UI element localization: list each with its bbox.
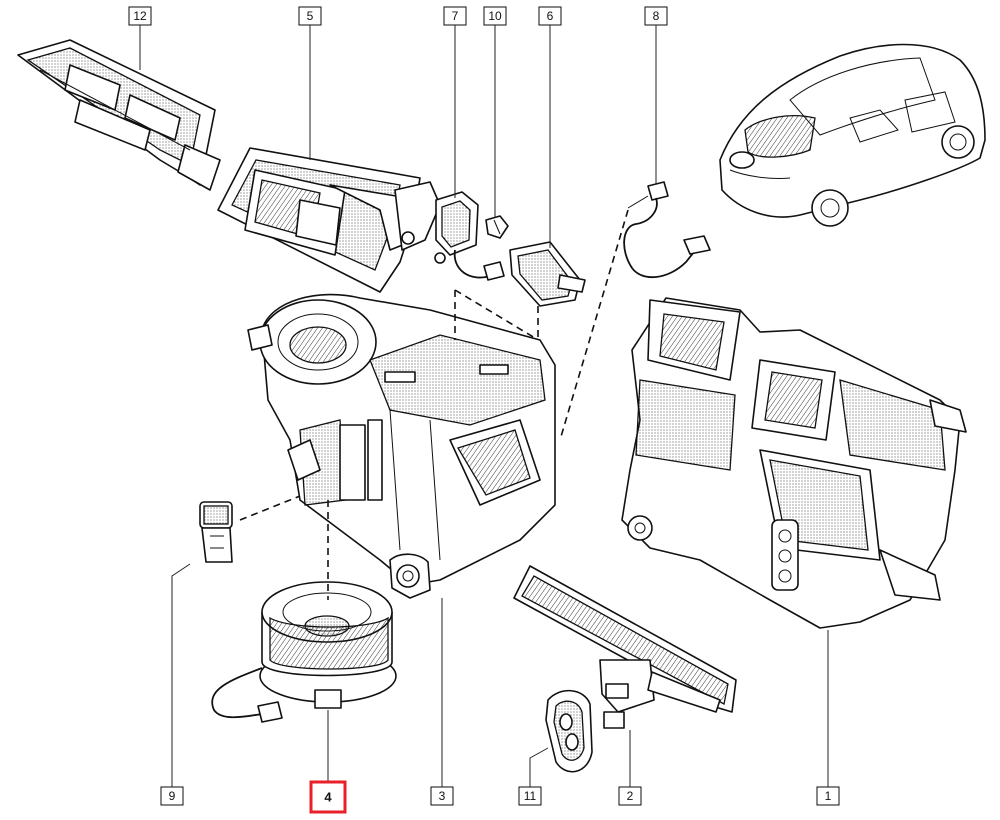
connector-part xyxy=(199,501,233,563)
heater-housing-part xyxy=(247,293,556,599)
vehicle-illustration xyxy=(719,43,986,227)
callout-12-label: 12 xyxy=(133,9,147,23)
callout-7: 7 xyxy=(443,6,467,26)
callout-1: 1 xyxy=(816,786,840,806)
sensor-part xyxy=(485,215,509,239)
blower-fan-part xyxy=(211,581,397,723)
callout-8-label: 8 xyxy=(653,9,660,23)
callout-8: 8 xyxy=(644,6,668,26)
callout-6: 6 xyxy=(538,6,562,26)
callout-9-label: 9 xyxy=(169,789,176,803)
flap-housing-part xyxy=(217,147,441,293)
callout-7-label: 7 xyxy=(452,9,459,23)
callout-11: 11 xyxy=(518,786,542,806)
callout-2-label: 2 xyxy=(627,789,634,803)
callout-3-label: 3 xyxy=(439,789,446,803)
callout-10: 10 xyxy=(483,6,507,26)
callout-4-label: 4 xyxy=(324,790,332,805)
resistor-module-part xyxy=(509,241,586,307)
callout-6-label: 6 xyxy=(547,9,554,23)
callout-1-label: 1 xyxy=(825,789,832,803)
callout-11-label: 11 xyxy=(524,789,537,803)
callout-12: 12 xyxy=(128,6,152,26)
wiring-harness-part xyxy=(623,181,711,279)
callout-10-label: 10 xyxy=(488,9,502,23)
callout-9: 9 xyxy=(160,786,184,806)
callout-5-label: 5 xyxy=(307,9,314,23)
heater-core-part xyxy=(513,565,737,729)
assembly-lines xyxy=(239,209,629,600)
leader-lines xyxy=(139,24,829,788)
callout-5: 5 xyxy=(298,6,322,26)
callout-3: 3 xyxy=(430,786,454,806)
heater-unit-part xyxy=(621,297,967,629)
gasket-part xyxy=(545,689,593,773)
callout-2: 2 xyxy=(618,786,642,806)
filter-frame-part xyxy=(17,39,221,191)
callout-4-highlighted: 4 xyxy=(309,780,347,814)
actuator-motor-part xyxy=(434,191,505,281)
